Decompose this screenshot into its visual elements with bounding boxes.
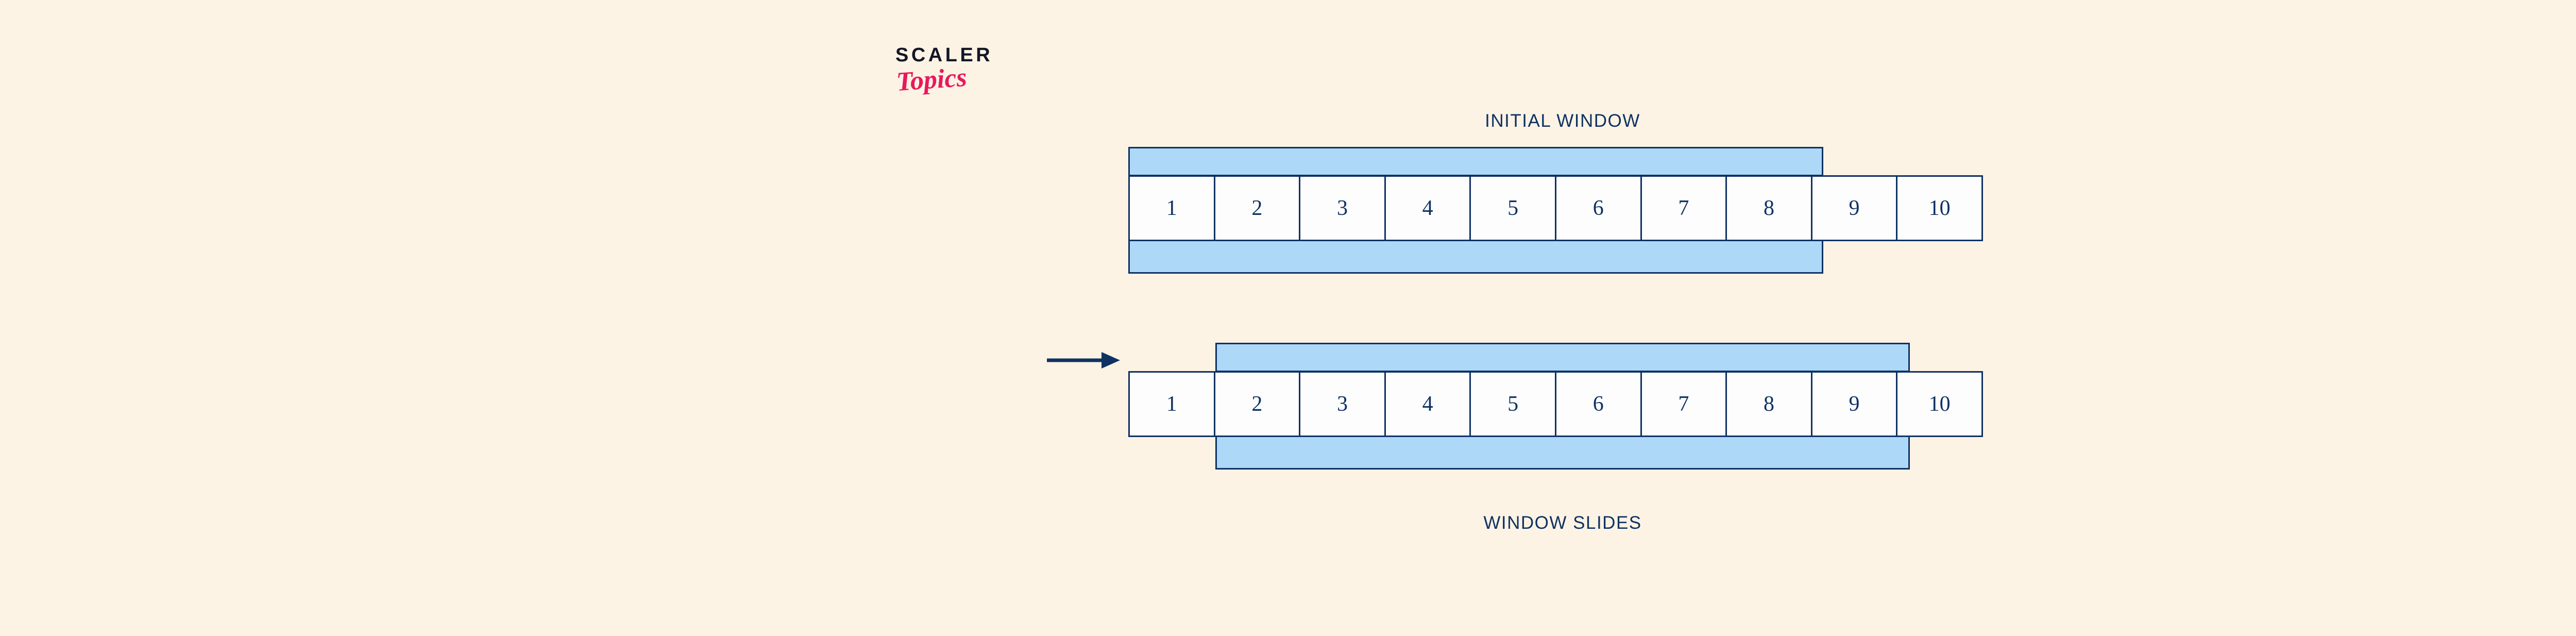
array-cell[interactable]: 8 (1725, 371, 1812, 437)
array-cell[interactable]: 1 (1128, 175, 1215, 241)
array-cell[interactable]: 9 (1810, 371, 1898, 437)
arrow-right-icon (1047, 352, 1120, 369)
array-cell[interactable]: 6 (1554, 175, 1642, 241)
array-cell[interactable]: 2 (1213, 371, 1301, 437)
array-cell[interactable]: 7 (1640, 371, 1727, 437)
array-cell[interactable]: 5 (1469, 175, 1556, 241)
scaler-topics-logo: SCALER Topics (895, 45, 1050, 112)
label-initial-window: INITIAL WINDOW (1485, 111, 1640, 131)
array-cell[interactable]: 1 (1128, 371, 1215, 437)
array-strip-initial: 1 2 3 4 5 6 7 8 9 10 (1128, 175, 1983, 241)
array-cell[interactable]: 10 (1896, 175, 1983, 241)
array-cell[interactable]: 5 (1469, 371, 1556, 437)
array-cell[interactable]: 9 (1810, 175, 1898, 241)
window-highlight-bottom-initial (1128, 240, 1823, 274)
sliding-window-diagram: INITIAL WINDOW 1 2 3 4 5 6 7 8 9 10 1 2 … (1047, 0, 2004, 636)
array-cell[interactable]: 8 (1725, 175, 1812, 241)
array-cell[interactable]: 6 (1554, 371, 1642, 437)
label-window-slides: WINDOW SLIDES (1483, 513, 1642, 533)
array-cell[interactable]: 4 (1384, 175, 1471, 241)
window-highlight-top-initial (1128, 147, 1823, 176)
array-cell[interactable]: 4 (1384, 371, 1471, 437)
array-strip-slides: 1 2 3 4 5 6 7 8 9 10 (1128, 371, 1983, 437)
array-cell[interactable]: 10 (1896, 371, 1983, 437)
array-cell[interactable]: 7 (1640, 175, 1727, 241)
array-cell[interactable]: 3 (1299, 175, 1386, 241)
array-cell[interactable]: 3 (1299, 371, 1386, 437)
logo-wordmark-scaler: SCALER (895, 44, 993, 66)
array-cell[interactable]: 2 (1213, 175, 1301, 241)
window-highlight-bottom-slides (1215, 436, 1910, 470)
window-highlight-top-slides (1215, 343, 1910, 372)
